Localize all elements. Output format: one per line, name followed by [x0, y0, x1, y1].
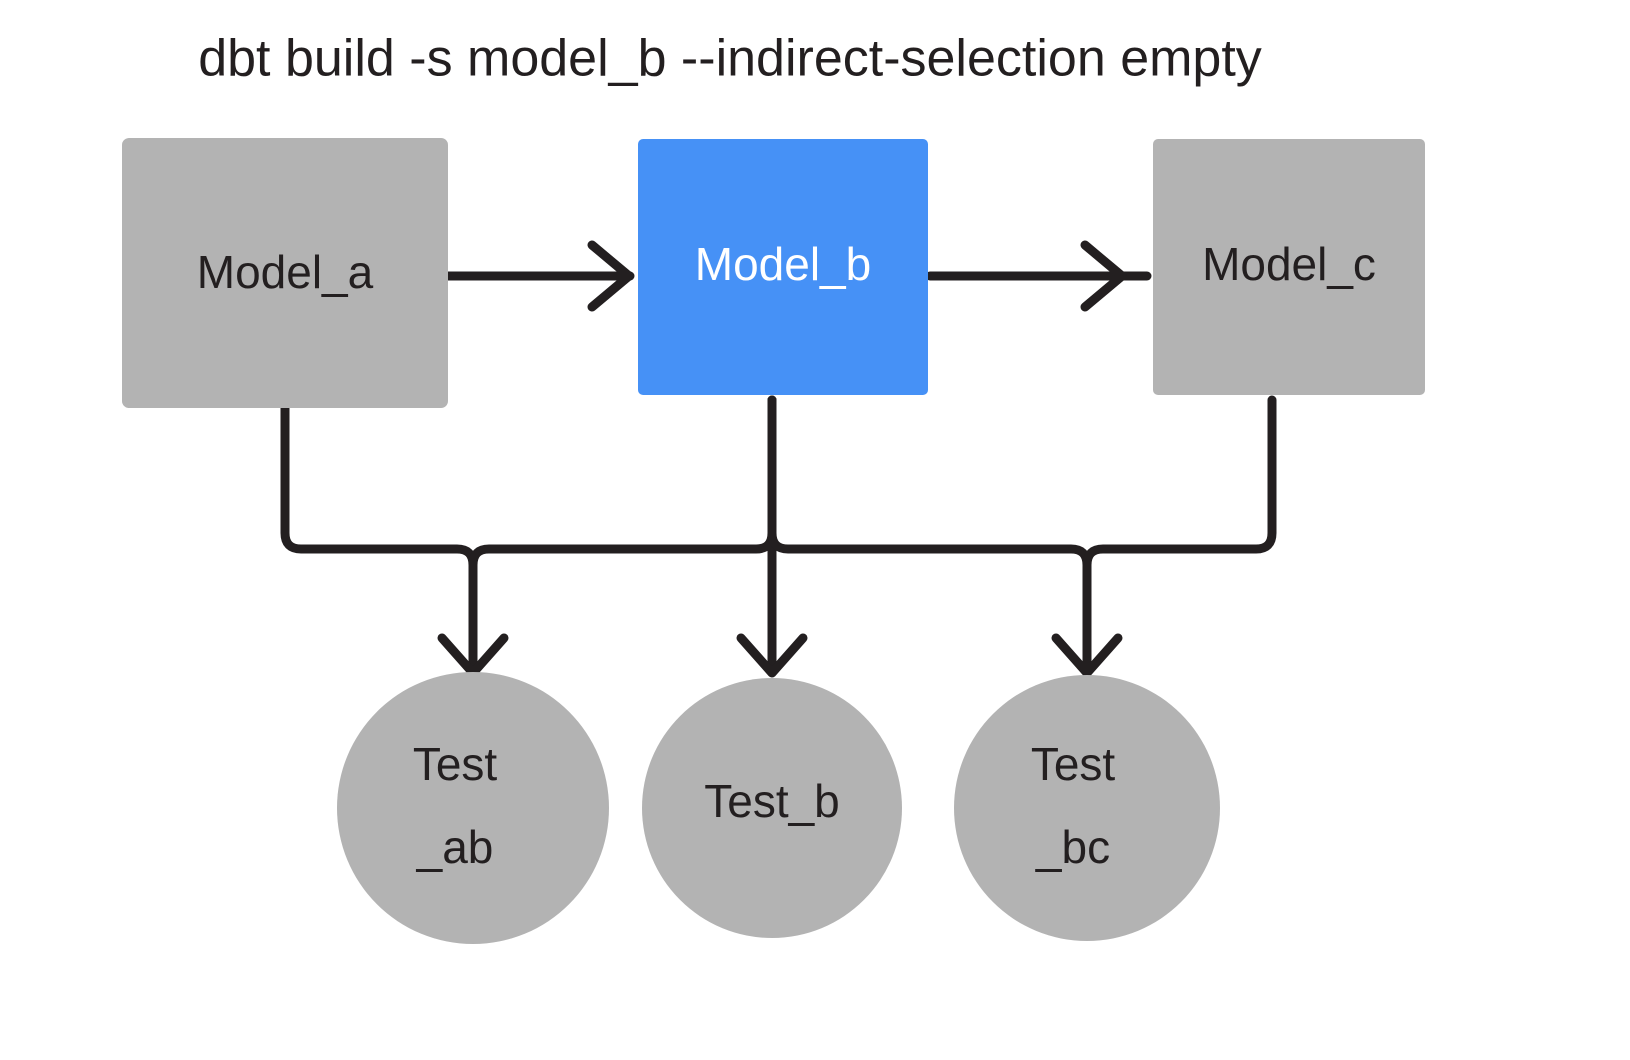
edges-layer	[280, 240, 1277, 678]
edge-model-a-to-test-ab	[280, 395, 478, 677]
node-test-bc[interactable]: Test _bc	[954, 675, 1220, 941]
node-model-a-shape[interactable]	[122, 138, 448, 408]
model-nodes-layer: Model_a Model_b Model_c	[122, 138, 1425, 408]
node-model-b[interactable]: Model_b	[638, 139, 928, 395]
node-test-b-label-line1: Test_b	[704, 775, 840, 827]
node-test-bc-shape[interactable]	[954, 675, 1220, 941]
node-test-ab-shape[interactable]	[337, 672, 609, 944]
node-model-b-label: Model_b	[695, 238, 871, 290]
node-model-a-label: Model_a	[197, 246, 374, 298]
edge-model-c-to-test-bc	[1082, 395, 1277, 677]
node-test-b-shape[interactable]	[642, 678, 902, 938]
node-model-c-label: Model_c	[1202, 238, 1376, 290]
node-test-bc-label-line2: _bc	[1035, 821, 1110, 873]
edge-model-b-to-test-bc	[767, 395, 1092, 677]
node-model-c[interactable]: Model_c	[1153, 139, 1425, 395]
node-model-b-shape[interactable]	[638, 139, 928, 395]
edge-model-b-to-model-c	[925, 240, 1152, 312]
edge-model-a-to-model-b	[429, 240, 635, 312]
arrowhead-test-b	[736, 633, 808, 678]
node-test-b[interactable]: Test_b	[642, 678, 902, 938]
node-model-c-shape[interactable]	[1153, 139, 1425, 395]
arrowhead-test-bc	[1051, 633, 1123, 678]
node-test-bc-label-line1: Test	[1031, 738, 1116, 790]
edge-model-b-to-test-ab	[468, 395, 777, 677]
node-test-ab[interactable]: Test _ab	[337, 672, 609, 944]
node-model-a[interactable]: Model_a	[122, 138, 448, 408]
node-test-ab-label-line2: _ab	[416, 821, 494, 873]
node-test-ab-label-line1: Test	[413, 738, 498, 790]
test-nodes-layer: Test _ab Test_b Test _bc	[337, 672, 1220, 944]
diagram-title: dbt build -s model_b --indirect-selectio…	[198, 30, 1262, 88]
